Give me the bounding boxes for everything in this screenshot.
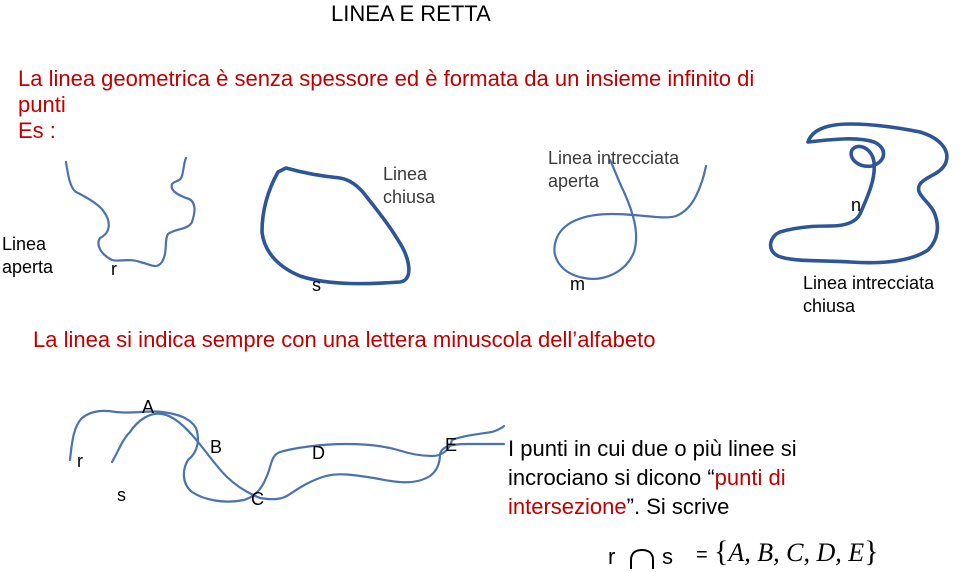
open-line-caption-2: aperta: [2, 257, 54, 277]
closed-line-curve: [260, 166, 411, 286]
intersect-line-r: [68, 409, 506, 503]
intersection-text-line-2: incrociano si dicono “punti di: [508, 464, 786, 491]
intersect-letter-B: B: [210, 437, 223, 457]
intersection-text-line-3: intersezione”. Si scrive: [508, 493, 729, 520]
intersection-text-line-3-black: ”. Si scrive: [626, 494, 730, 519]
formula-equals: =: [696, 544, 708, 566]
open-line-curve: [64, 156, 196, 268]
intersection-symbol-icon: [630, 548, 654, 569]
formula-left-operand: r: [608, 544, 616, 569]
interlaced-closed-caption-1: Linea intrecciata: [803, 273, 935, 293]
page-title: LINEA E RETTA: [331, 1, 491, 26]
open-line-letter: r: [111, 259, 117, 279]
intersection-text-line-2-red: punti di: [714, 465, 786, 490]
open-line-caption-1: Linea: [2, 234, 47, 254]
intersection-text-line-2-black: incrociano si dicono “: [508, 465, 715, 490]
formula-set-elements: A, B, C, D, E: [728, 538, 865, 567]
intersect-letter-r: r: [77, 451, 83, 471]
intro-line-2: punti: [18, 92, 66, 117]
interlaced-open-curve: [553, 158, 708, 280]
formula-set: {A, B, C, D, E}: [714, 535, 879, 569]
intro-line-1: La linea geometrica è senza spessore ed …: [18, 66, 755, 91]
intersection-text-line-1: I punti in cui due o più linee si: [508, 436, 797, 461]
closed-line-caption-1: Linea: [383, 164, 428, 184]
interlaced-closed-curve: [768, 122, 949, 265]
formula-open-brace: {: [714, 535, 729, 568]
intersect-letter-A: A: [142, 397, 155, 417]
formula-right-operand: s: [662, 544, 673, 569]
intersect-letter-C: C: [251, 489, 264, 509]
interlaced-closed-letter: n: [851, 195, 862, 215]
intersect-line-s: [110, 412, 506, 501]
formula-close-brace: }: [864, 535, 879, 568]
naming-note: La linea si indica sempre con una letter…: [33, 327, 656, 352]
interlaced-closed-caption-2: chiusa: [803, 296, 856, 316]
intro-line-3: Es :: [18, 118, 56, 143]
interlaced-open-letter: m: [570, 274, 585, 294]
closed-line-letter: s: [312, 275, 321, 295]
intersection-text-line-3-red: intersezione: [508, 494, 627, 519]
intersect-letter-D: D: [312, 443, 325, 463]
interlaced-open-caption-2: aperta: [548, 171, 600, 191]
closed-line-caption-2: chiusa: [383, 187, 436, 207]
intersect-letter-E: E: [445, 435, 458, 455]
interlaced-open-caption-1: Linea intrecciata: [548, 148, 680, 168]
intersect-letter-s: s: [117, 485, 126, 505]
